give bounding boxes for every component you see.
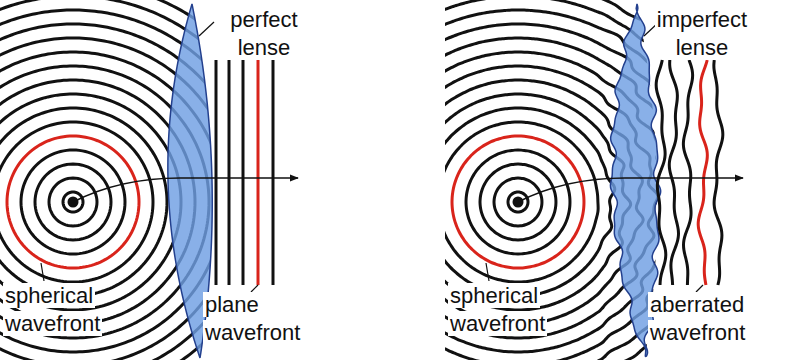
- leader-lines: [41, 22, 258, 292]
- part-label: spherical wavefront: [448, 282, 580, 338]
- wavefront-line: [683, 60, 692, 285]
- part-label: aberrated wavefront: [648, 291, 780, 347]
- wavefront-arc: [21, 150, 125, 254]
- wavefront-line: [257, 60, 260, 285]
- wavefront-line: [272, 60, 275, 285]
- wavefront-line: [714, 60, 723, 285]
- wavefront-line: [242, 60, 245, 285]
- wavefront-arc: [35, 164, 111, 240]
- leader-lines: [486, 22, 703, 292]
- part-label: perfect lense: [212, 6, 316, 62]
- wavefront-arc: [382, 66, 658, 338]
- outgoing-wavefronts: [656, 60, 723, 285]
- part-label: spherical wavefront: [3, 282, 135, 338]
- wavefront-arc: [410, 94, 631, 310]
- wavefront-arc: [466, 150, 570, 254]
- leader-line: [251, 285, 258, 292]
- outgoing-wavefronts: [216, 60, 273, 285]
- wavefront-arc: [480, 164, 556, 240]
- label-text: perfect lense: [228, 7, 299, 60]
- wavefront-arc: [0, 122, 153, 282]
- part-label: plane wavefront: [203, 291, 335, 347]
- wavefront-arc: [7, 136, 139, 268]
- wavefront-arc: [63, 192, 83, 212]
- label-text: spherical wavefront: [448, 283, 547, 336]
- label-text: spherical wavefront: [3, 283, 102, 336]
- ray-arrow: [73, 178, 298, 202]
- leader-line: [486, 263, 489, 281]
- wavefront-arc: [438, 122, 598, 282]
- part-label: imperfect lense: [640, 6, 764, 62]
- wavefront-line: [656, 60, 666, 285]
- point-source: [68, 197, 79, 208]
- wavefront-line: [215, 60, 218, 285]
- label-text: aberrated wavefront: [648, 292, 747, 345]
- point-source: [513, 197, 524, 208]
- leader-line: [199, 22, 214, 36]
- wavefront-arc: [0, 108, 167, 296]
- wavefront-line: [698, 60, 707, 285]
- label-text: plane wavefront: [203, 292, 302, 345]
- wavefront-arc: [49, 178, 97, 226]
- ray-arrow: [518, 178, 743, 202]
- wavefront-arc: [0, 94, 181, 310]
- leader-line: [696, 285, 703, 292]
- wavefront-arc: [424, 108, 615, 296]
- label-text: imperfect lense: [655, 7, 749, 60]
- wavefront-arc: [452, 136, 584, 268]
- wavefront-arc: [508, 192, 528, 212]
- wavefront-line: [228, 60, 231, 285]
- wavefront-arc: [494, 178, 542, 226]
- wavefront-line: [669, 60, 678, 285]
- leader-line: [41, 263, 44, 281]
